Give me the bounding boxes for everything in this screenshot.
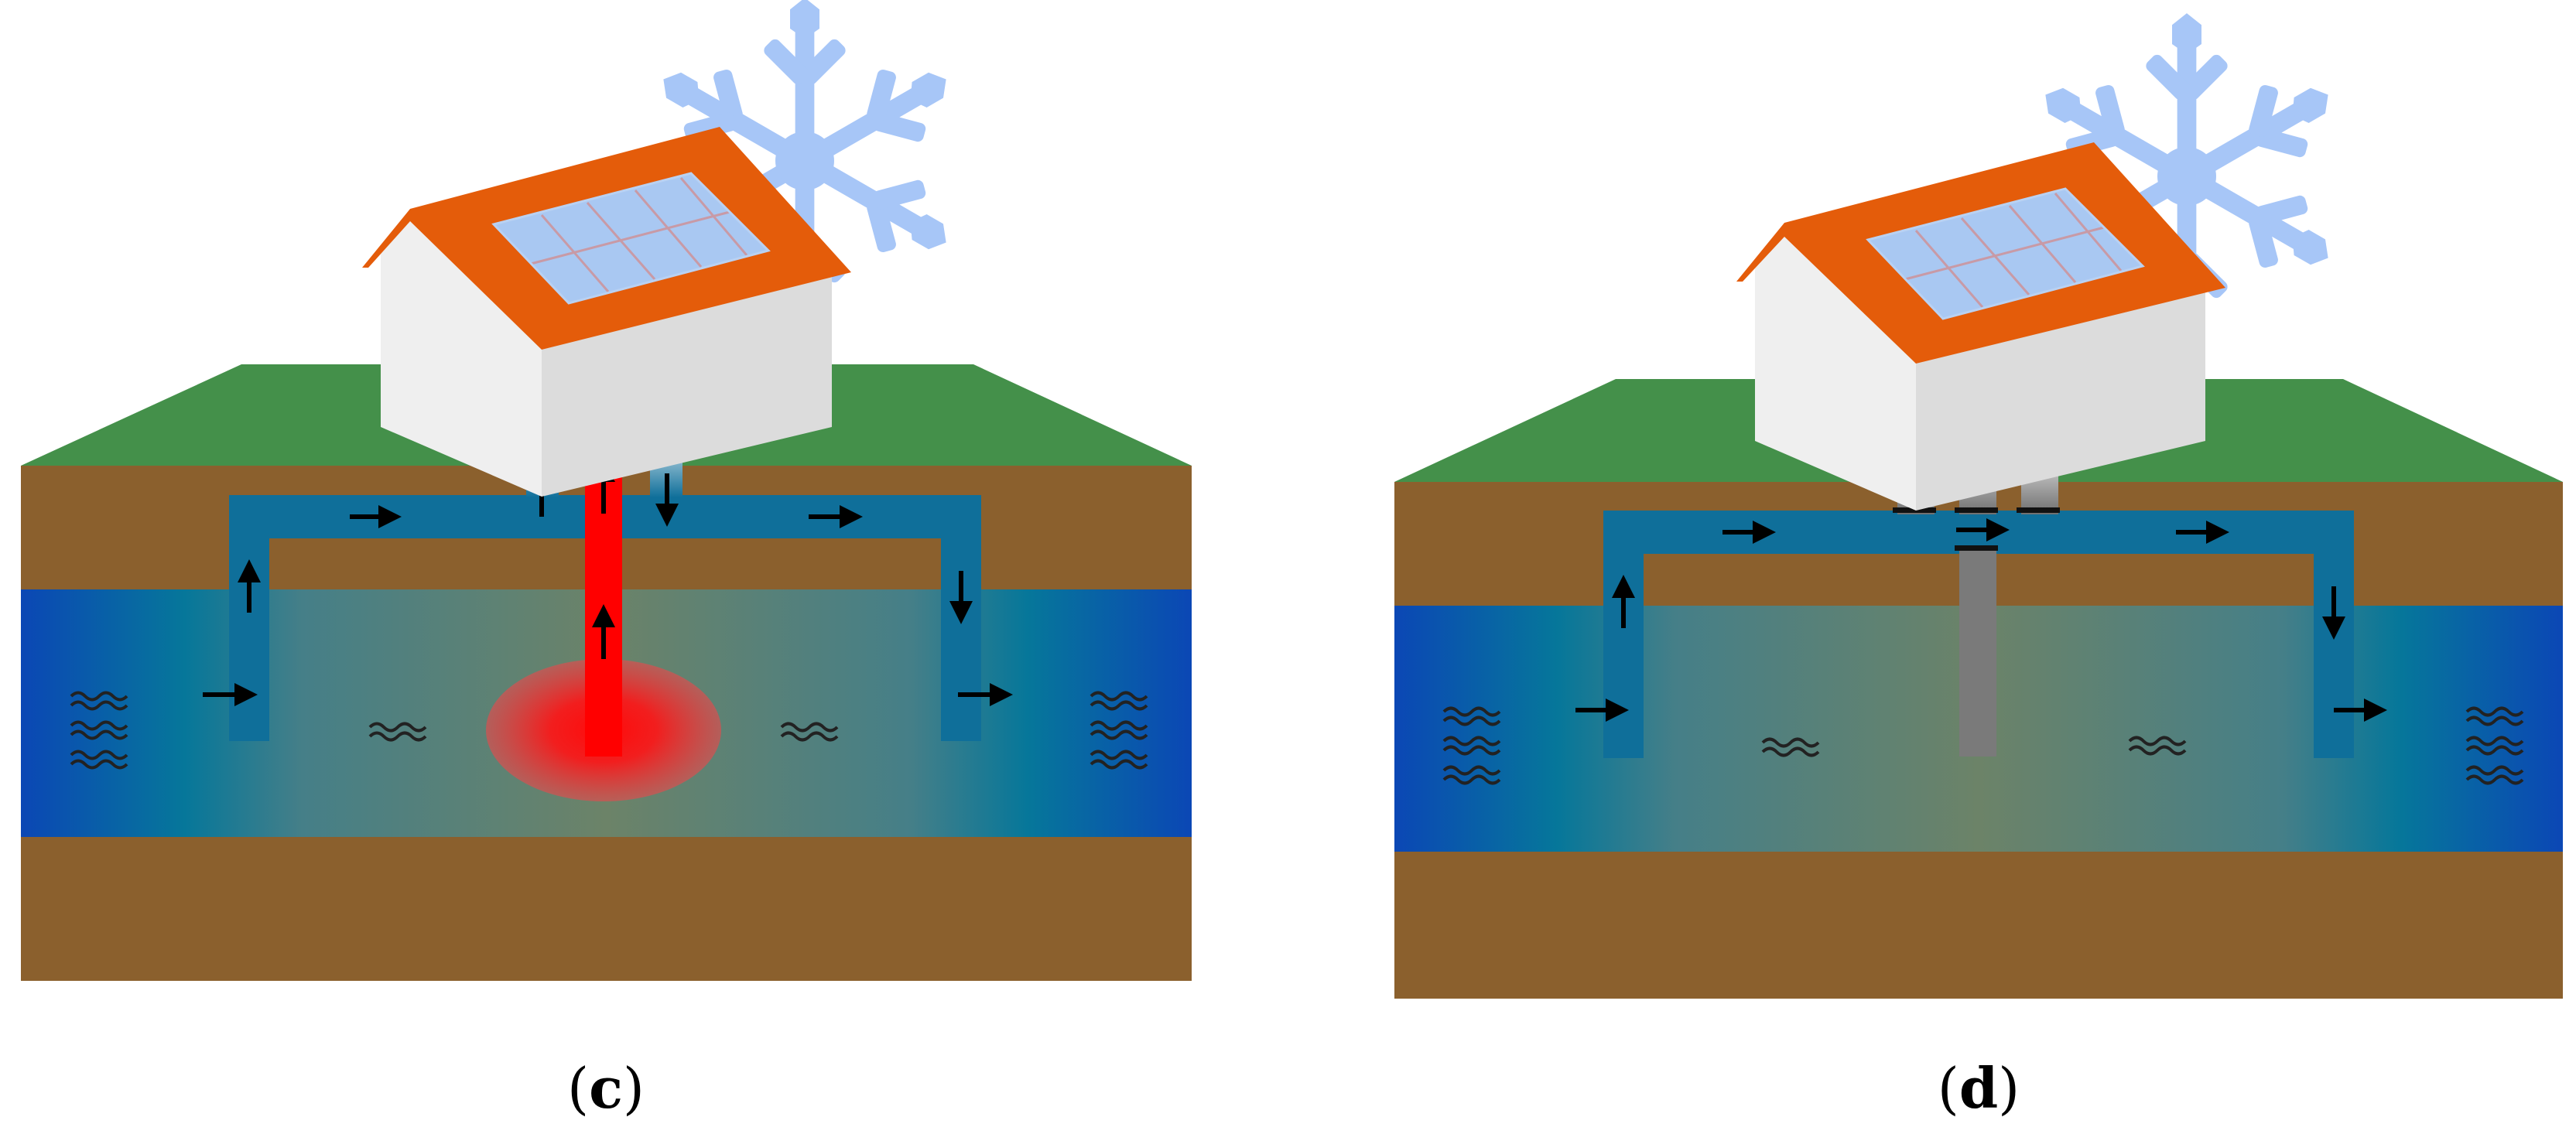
house-wall-gable	[381, 221, 542, 497]
panel-label-c: (c)	[566, 1055, 645, 1121]
snowflake-icon	[641, 0, 968, 324]
water-wave-icon	[1090, 691, 1148, 770]
soil-lower	[21, 837, 1192, 981]
panel-label-d: (d)	[1937, 1055, 2020, 1121]
water-wave-icon	[70, 691, 128, 770]
panel-letter-d: d	[1959, 1055, 1999, 1121]
snowflake-icon	[2024, 13, 2350, 340]
house-wall-gable	[1755, 237, 1916, 511]
pipe-caps	[1893, 507, 2060, 551]
flow-arrows	[203, 459, 1013, 706]
water-wave-icon	[1442, 706, 1501, 785]
water-wave-icon	[1761, 737, 1820, 757]
water-wave-icon	[780, 722, 839, 742]
house	[1736, 142, 2225, 511]
solar-panel-icon	[491, 172, 771, 305]
water-wave-icon	[2465, 706, 2524, 785]
soil-lower	[1394, 852, 2563, 999]
house-wall-side	[1916, 288, 2205, 511]
flow-arrows	[1575, 518, 2387, 722]
panel-c	[21, 0, 1192, 981]
panel-letter-c: c	[589, 1055, 623, 1121]
house-wall-side	[542, 272, 832, 497]
solar-panel-icon	[1866, 187, 2145, 320]
grey-stem	[1959, 548, 1996, 757]
house	[362, 127, 851, 497]
panel-d	[1394, 13, 2563, 999]
water-wave-icon	[368, 722, 427, 742]
water-wave-icon	[2128, 736, 2187, 756]
